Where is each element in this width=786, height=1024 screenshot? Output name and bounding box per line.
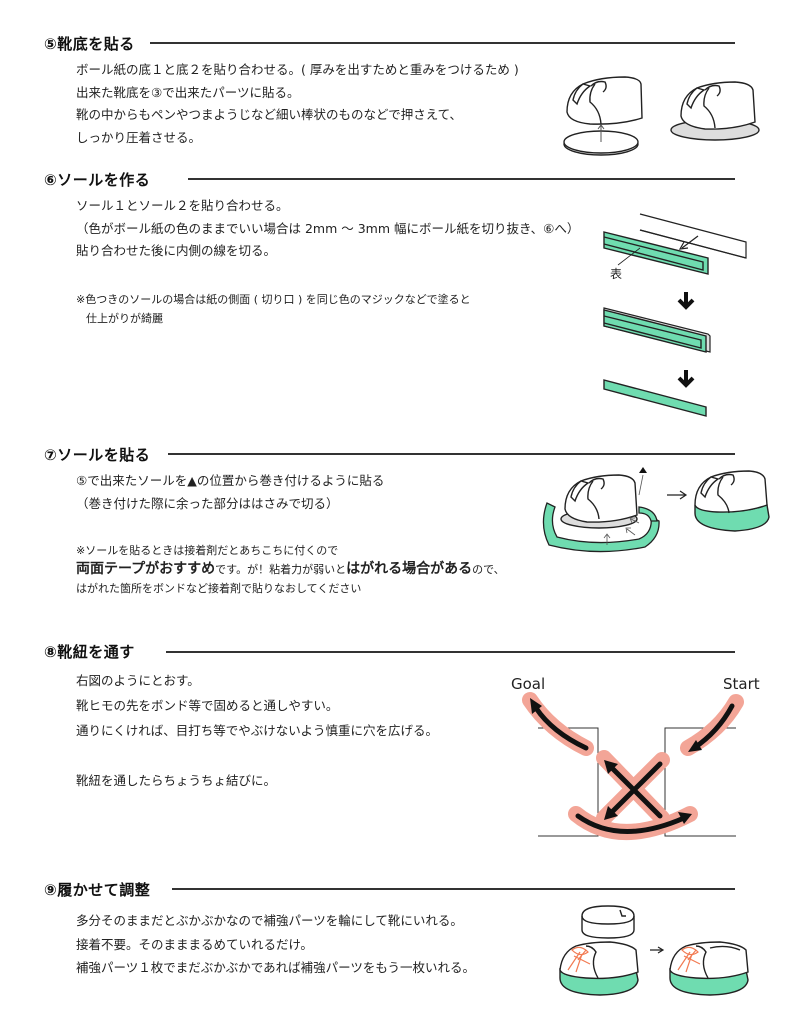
heading-rule [172, 888, 735, 890]
instruction-line: （色がボール紙の色のままでいい場合は 2mm ～ 3mm 幅にボール紙を切り抜き… [76, 220, 580, 236]
note-line: ※ソールを貼るときは接着剤だとあちこちに付くので [76, 544, 339, 557]
note-text: です。が！粘着力が弱いと [215, 563, 347, 576]
instruction-line: しっかり圧着させる。 [76, 129, 202, 145]
section-heading: ⑧靴紐を通す [44, 641, 135, 662]
instruction-line: 靴ヒモの先をボンド等で固めると通しやすい。 [76, 698, 339, 713]
start-label: Start [723, 675, 760, 693]
section-heading: ⑨履かせて調整 [44, 879, 150, 900]
instruction-line: 右図のようにとおす。 [76, 673, 200, 688]
emphasis-text: はがれる場合がある [346, 561, 473, 577]
section-title: ⑤靴底を貼る [44, 35, 135, 53]
instruction-line: 多分そのままだとぶかぶかなので補強パーツを輪にして靴にいれる。 [76, 913, 463, 928]
emphasis-text: 両面テープがおすすめ [76, 561, 216, 577]
front-side-label: 表 [610, 267, 623, 281]
instructions: ソール１とソール２を貼り合わせる。 （色がボール紙の色のままでいい場合は 2mm… [76, 195, 579, 263]
section-title: ⑨履かせて調整 [44, 881, 151, 899]
section-heading: ⑥ソールを作る [44, 169, 150, 190]
section-heading: ⑦ソールを貼る [44, 444, 150, 465]
heading-rule [168, 453, 735, 455]
instruction-line: 出来た靴底を③で出来たパーツに貼る。 [76, 84, 300, 100]
section-heading: ⑤靴底を貼る [44, 33, 135, 54]
spacer [76, 743, 438, 768]
instruction-line: 通りにくければ、目打ち等でやぶけないよう慎重に穴を広げる。 [76, 723, 439, 738]
heading-rule [150, 42, 735, 44]
instructions: ボール紙の底１と底２を貼り合わせる。( 厚みを出すためと重みをつけるため ) 出… [76, 59, 519, 149]
section-title: ⑥ソールを作る [44, 171, 151, 189]
heading-rule [188, 178, 735, 180]
note-line-emphasis: 両面テープがおすすめです。が！粘着力が弱いとはがれる場合があるので、 [76, 560, 505, 579]
heading-rule [166, 651, 735, 653]
insert-reinforcement-illustration [559, 905, 749, 996]
attach-sole-illustration [563, 76, 760, 156]
goal-label: Goal [511, 675, 546, 693]
instruction-line: ⑤で出来たソールを▲の位置から巻き付けるように貼る [76, 473, 385, 488]
instruction-line: 補強パーツ１枚でまだぶかぶかであれば補強パーツをもう一枚いれる。 [76, 960, 476, 975]
lacing-diagram [522, 692, 744, 840]
instructions: ⑤で出来たソールを▲の位置から巻き付けるように貼る （巻き付けた際に余った部分は… [76, 470, 384, 515]
note-line: 仕上がりが綺麗 [86, 312, 163, 325]
instruction-line: 接着不要。そのまままるめていれるだけ。 [76, 936, 313, 952]
instruction-line: 靴紐を通したらちょうちょ結びに。 [76, 773, 277, 788]
section-title: ⑧靴紐を通す [44, 643, 135, 661]
note-line: ※色つきのソールの場合は紙の側面 ( 切り口 ) を同じ色のマジックなどで塗ると [76, 293, 471, 306]
instruction-line: ソール１とソール２を貼り合わせる。 [76, 198, 289, 213]
instruction-line: ボール紙の底１と底２を貼り合わせる。( 厚みを出すためと重みをつけるため ) [76, 62, 519, 77]
section-title: ⑦ソールを貼る [44, 446, 151, 464]
sole-strip-illustration [603, 213, 747, 417]
note-line: はがれた箇所をボンドなど接着剤で貼りなおしてください [76, 582, 362, 595]
instructions: 右図のようにとおす。 靴ヒモの先をボンド等で固めると通しやすい。 通りにくければ… [76, 668, 438, 793]
note-text: ので、 [472, 563, 505, 576]
wrap-sole-illustration [542, 467, 770, 553]
note: ※ソールを貼るときは接着剤だとあちこちに付くので 両面テープがおすすめです。が！… [76, 541, 505, 598]
instructions: 多分そのままだとぶかぶかなので補強パーツを輪にして靴にいれる。 接着不要。そのま… [76, 909, 475, 980]
instruction-line: 貼り合わせた後に内側の線を切る。 [76, 243, 277, 258]
instruction-line: （巻き付けた際に余った部分ははさみで切る） [76, 495, 339, 511]
instruction-line: 靴の中からもペンやつまようじなど細い棒状のものなどで押さえて、 [76, 107, 463, 122]
note: ※色つきのソールの場合は紙の側面 ( 切り口 ) を同じ色のマジックなどで塗ると… [76, 290, 471, 328]
